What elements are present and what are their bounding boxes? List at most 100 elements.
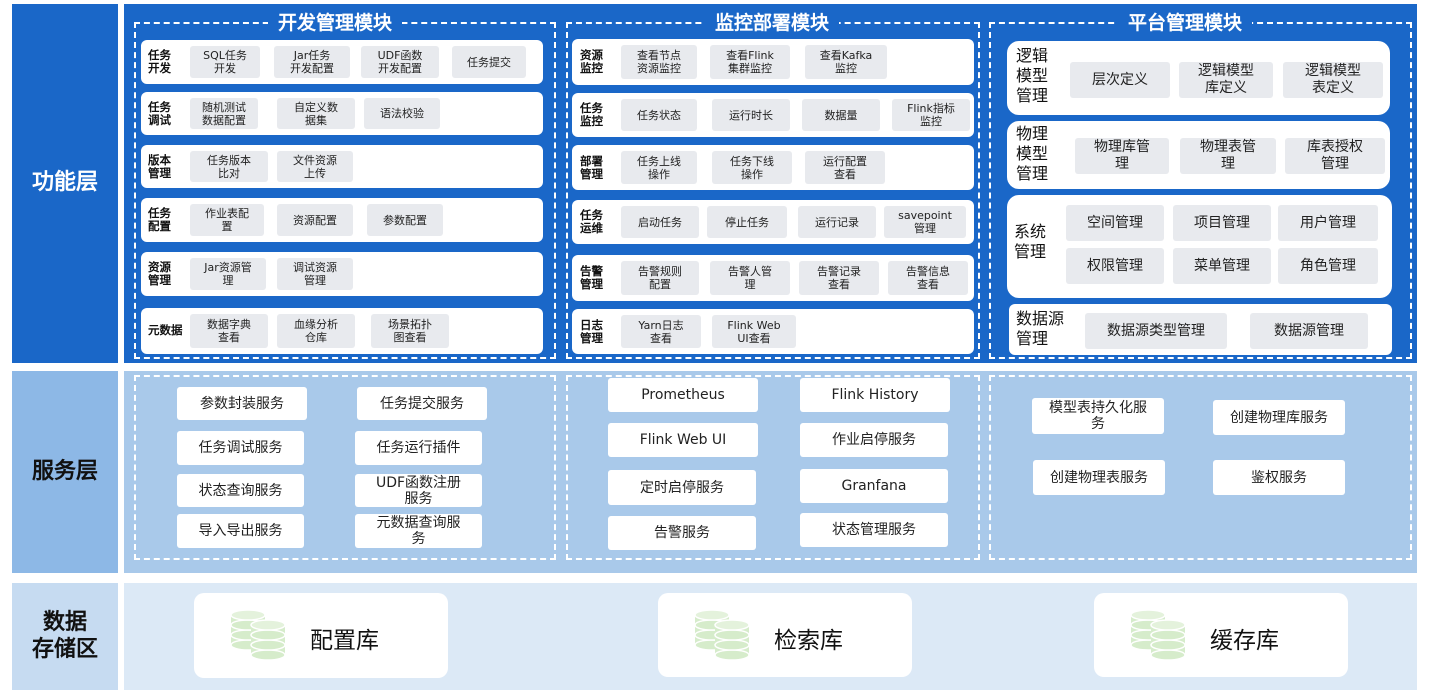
monitor-service-box: 作业启停服务 (800, 423, 948, 457)
platform-group-label: 物理 模型 管理 (1016, 124, 1049, 183)
dev-feature-chip: 自定义数 据集 (277, 98, 355, 129)
monitor-service-box: Flink Web UI (608, 423, 758, 457)
dev-row-label: 任务 开发 (148, 48, 171, 75)
monitor-row-label: 资源 监控 (580, 48, 603, 75)
monitor-row-label: 告警 管理 (580, 264, 603, 291)
monitor-service-frame (566, 375, 980, 560)
monitor-feature-chip: 运行配置 查看 (805, 151, 885, 184)
database-icon (1130, 609, 1186, 661)
dev-service-box: 任务调试服务 (177, 431, 304, 465)
service-layer-panel (124, 371, 1417, 573)
monitor-feature-chip: 查看节点 资源监控 (621, 45, 697, 79)
dev-feature-chip: 参数配置 (367, 204, 443, 236)
dev-feature-chip: 语法校验 (364, 98, 440, 129)
monitor-row-label: 部署 管理 (580, 153, 603, 181)
platform-service-box: 模型表持久化服 务 (1032, 398, 1164, 434)
monitor-feature-chip: 运行记录 (798, 206, 876, 238)
storage-layer-label: 数据 存储区 (12, 583, 118, 690)
platform-feature-chip: 库表授权 管理 (1285, 138, 1385, 174)
platform-feature-chip: 项目管理 (1173, 205, 1271, 241)
platform-service-box: 鉴权服务 (1213, 460, 1345, 495)
platform-feature-chip: 数据源管理 (1250, 313, 1368, 349)
monitor-service-box: 定时启停服务 (608, 470, 756, 505)
dev-row-label: 任务 配置 (148, 206, 171, 233)
monitor-feature-chip: Flink Web UI查看 (712, 315, 796, 348)
dev-feature-chip: Jar资源管 理 (190, 258, 266, 290)
dev-feature-chip: 作业表配 置 (190, 204, 264, 236)
platform-feature-chip: 权限管理 (1066, 248, 1164, 284)
dev-feature-chip: 数据字典 查看 (190, 314, 268, 348)
monitor-feature-chip: 任务状态 (621, 99, 697, 131)
monitor-feature-chip: 运行时长 (712, 99, 790, 131)
dev-feature-chip: SQL任务 开发 (190, 46, 260, 78)
platform-feature-chip: 角色管理 (1278, 248, 1378, 284)
dev-feature-chip: 文件资源 上传 (277, 151, 353, 182)
database-icon (694, 609, 750, 661)
storage-name: 检索库 (774, 628, 843, 654)
platform-group-label: 逻辑 模型 管理 (1016, 46, 1049, 105)
monitor-feature-chip: 查看Kafka 监控 (805, 45, 887, 79)
monitor-feature-chip: 任务上线 操作 (621, 151, 697, 184)
monitor-feature-chip: 查看Flink 集群监控 (710, 45, 790, 79)
monitor-feature-chip: savepoint 管理 (884, 206, 966, 238)
dev-feature-chip: Jar任务 开发配置 (274, 46, 350, 78)
dev-feature-chip: 场景拓扑 图查看 (371, 314, 449, 348)
monitor-row-label: 任务 监控 (580, 101, 603, 128)
dev-module-title: 开发管理模块 (268, 11, 403, 35)
platform-feature-chip: 空间管理 (1066, 205, 1164, 241)
monitor-feature-chip: 告警信息 查看 (888, 261, 968, 295)
dev-service-box: UDF函数注册 服务 (355, 474, 482, 507)
monitor-row-label: 任务 运维 (580, 208, 603, 235)
monitor-service-box: 状态管理服务 (800, 513, 948, 547)
dev-feature-chip: 任务提交 (452, 46, 526, 78)
platform-group-label: 数据源 管理 (1016, 309, 1065, 348)
monitor-service-box: Granfana (800, 469, 948, 503)
platform-group-label: 系统 管理 (1014, 222, 1047, 261)
dev-feature-chip: 血缘分析 仓库 (277, 314, 355, 348)
dev-feature-chip: 资源配置 (277, 204, 353, 236)
platform-service-frame (989, 375, 1412, 560)
monitor-service-box: Flink History (800, 378, 950, 412)
platform-service-box: 创建物理库服务 (1213, 400, 1345, 435)
dev-row-label: 任务 调试 (148, 99, 171, 127)
monitor-feature-chip: 任务下线 操作 (712, 151, 792, 184)
monitor-feature-chip: 告警人管 理 (710, 261, 790, 295)
dev-service-box: 元数据查询服 务 (355, 514, 482, 548)
dev-row-label: 版本 管理 (148, 152, 171, 180)
monitor-feature-chip: 告警规则 配置 (621, 261, 699, 295)
dev-feature-chip: UDF函数 开发配置 (361, 46, 439, 78)
dev-row-label: 元数据 (148, 323, 183, 337)
monitor-service-box: 告警服务 (608, 516, 756, 550)
monitor-feature-chip: Yarn日志 查看 (621, 315, 701, 348)
platform-service-box: 创建物理表服务 (1033, 460, 1165, 495)
monitor-feature-chip: 告警记录 查看 (799, 261, 879, 295)
platform-feature-chip: 层次定义 (1070, 62, 1170, 98)
monitor-feature-chip: 停止任务 (707, 206, 787, 238)
monitor-feature-chip: 数据量 (802, 99, 880, 131)
dev-service-box: 参数封装服务 (177, 387, 307, 420)
monitor-row-label: 日志 管理 (580, 317, 603, 345)
database-icon (230, 609, 286, 661)
storage-name: 配置库 (310, 628, 379, 654)
function-layer-label: 功能层 (12, 4, 118, 363)
storage-name: 缓存库 (1210, 628, 1279, 654)
dev-service-box: 导入导出服务 (177, 514, 304, 548)
platform-feature-chip: 数据源类型管理 (1085, 313, 1227, 349)
dev-feature-chip: 随机测试 数据配置 (190, 98, 258, 129)
monitor-feature-chip: Flink指标 监控 (892, 99, 970, 131)
platform-module-title: 平台管理模块 (1118, 11, 1253, 35)
service-layer-label: 服务层 (12, 371, 118, 573)
dev-service-box: 状态查询服务 (177, 474, 304, 507)
platform-feature-chip: 逻辑模型 表定义 (1283, 62, 1383, 98)
platform-feature-chip: 菜单管理 (1173, 248, 1271, 284)
dev-feature-chip: 调试资源 管理 (277, 258, 353, 290)
monitor-service-box: Prometheus (608, 378, 758, 412)
monitor-feature-chip: 启动任务 (621, 206, 699, 238)
platform-feature-chip: 物理库管 理 (1075, 138, 1169, 174)
platform-feature-chip: 用户管理 (1278, 205, 1378, 241)
dev-row-label: 资源 管理 (148, 260, 171, 287)
monitor-module-title: 监控部署模块 (705, 11, 840, 35)
dev-service-frame (134, 375, 556, 560)
platform-feature-chip: 物理表管 理 (1180, 138, 1276, 174)
dev-service-box: 任务运行插件 (355, 431, 482, 465)
